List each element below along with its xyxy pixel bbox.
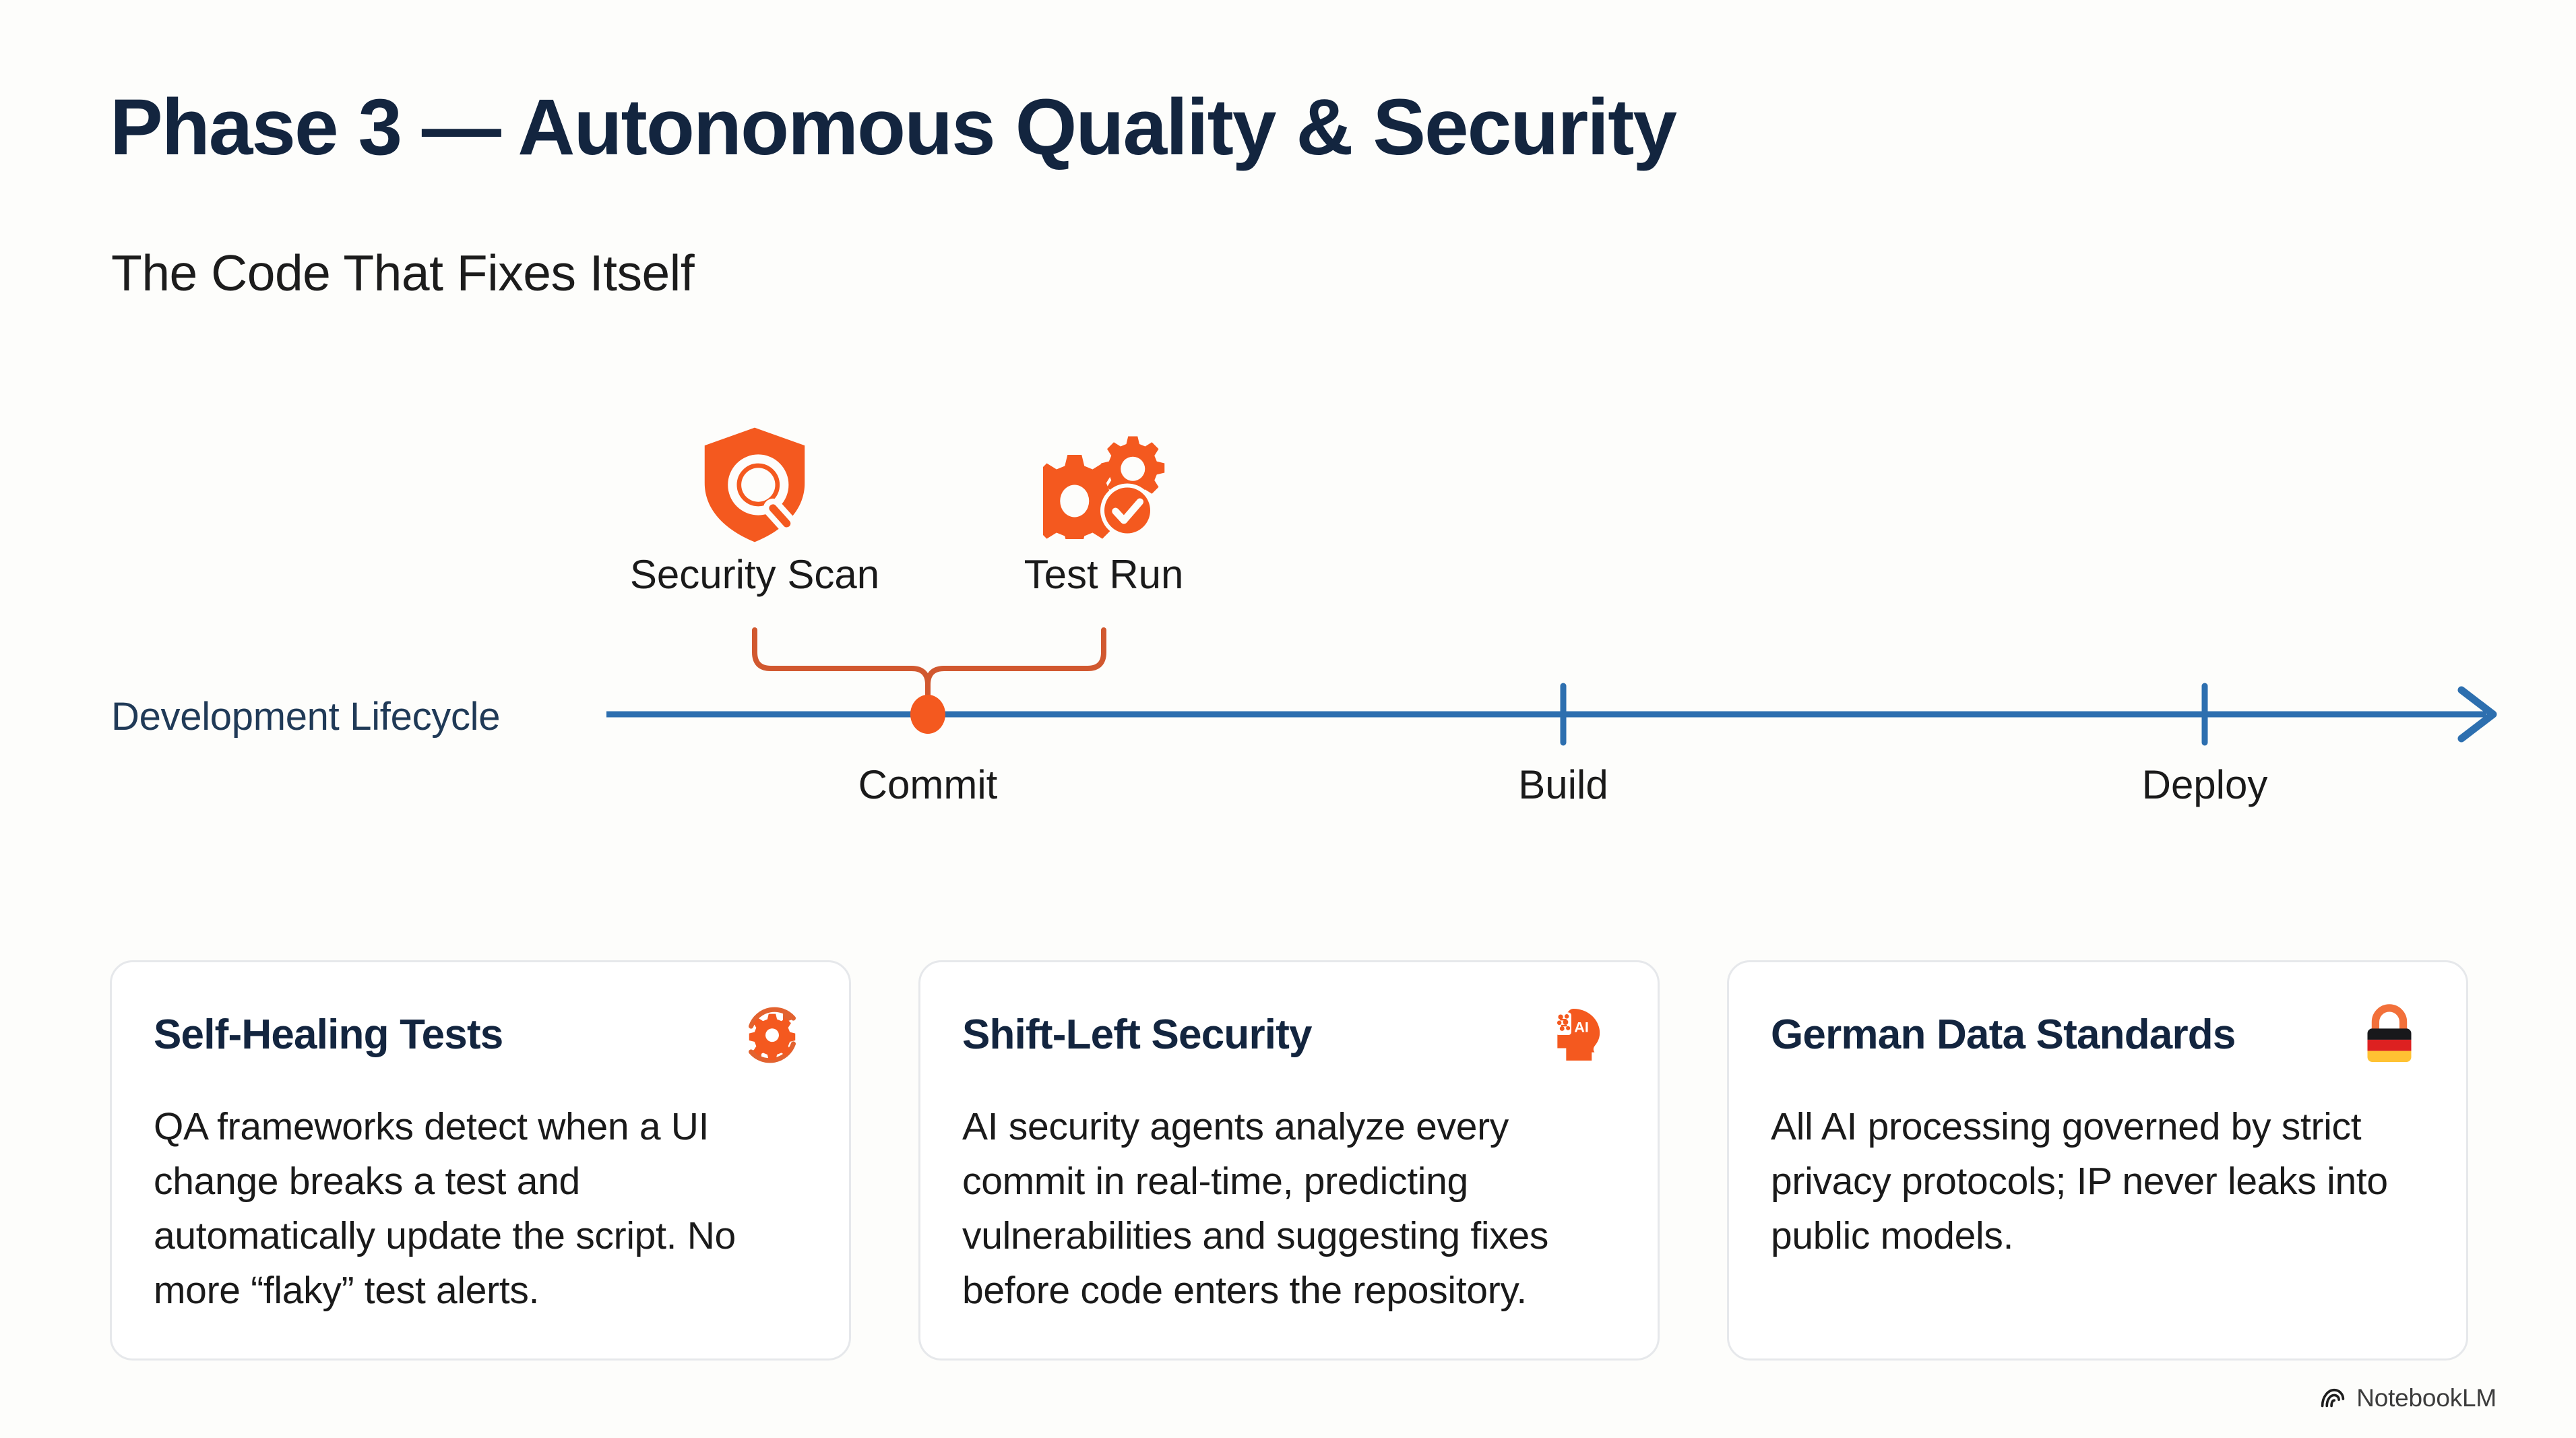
card-title: German Data Standards xyxy=(1771,1011,2236,1059)
notebooklm-logo-icon xyxy=(2321,1388,2345,1408)
feature-card-shift-left-security[interactable]: Shift-Left Security AI xyxy=(918,960,1660,1361)
footer-brand: NotebookLM xyxy=(2319,1384,2496,1412)
card-title: Self-Healing Tests xyxy=(154,1011,503,1059)
timeline-event-label-security-scan: Security Scan xyxy=(629,552,880,597)
gear-sync-icon xyxy=(749,1007,796,1063)
feature-card-self-healing-tests[interactable]: Self-Healing Tests QA frameworks detect … xyxy=(110,960,851,1361)
german-flag-lock-icon xyxy=(2367,1004,2412,1063)
card-title: Shift-Left Security xyxy=(962,1011,1313,1059)
card-body: QA frameworks detect when a UI change br… xyxy=(154,1105,736,1312)
footer-brand-text: NotebookLM xyxy=(2356,1384,2496,1412)
timeline-milestone-label-commit: Commit xyxy=(858,762,998,807)
shield-search-icon xyxy=(704,427,805,542)
development-lifecycle-timeline: Security Scan Test Run Development Lifec… xyxy=(0,404,2576,876)
card-header: Self-Healing Tests xyxy=(154,1000,807,1070)
ai-brain-head-icon: AI xyxy=(1556,1009,1600,1061)
timeline-milestone-label-deploy: Deploy xyxy=(2141,762,2268,807)
page-subtitle: The Code That Fixes Itself xyxy=(111,245,695,301)
timeline-axis-graphic xyxy=(606,627,2497,746)
timeline-axis-label: Development Lifecycle xyxy=(111,695,501,739)
feature-card-list: Self-Healing Tests QA frameworks detect … xyxy=(110,960,2468,1361)
page-title: Phase 3 — Autonomous Quality & Security xyxy=(110,83,1677,172)
card-header: Shift-Left Security AI xyxy=(962,1000,1616,1070)
gears-check-icon xyxy=(1043,436,1165,539)
svg-text:AI: AI xyxy=(1574,1019,1589,1036)
timeline-event-label-test-run: Test Run xyxy=(1024,552,1184,597)
card-body: All AI processing governed by strict pri… xyxy=(1771,1105,2388,1257)
timeline-milestone-label-build: Build xyxy=(1518,762,1608,807)
feature-card-german-data-standards[interactable]: German Data Standards All AI processing xyxy=(1727,960,2468,1361)
card-body: AI security agents analyze every commit … xyxy=(962,1105,1549,1312)
card-header: German Data Standards xyxy=(1771,1000,2424,1070)
